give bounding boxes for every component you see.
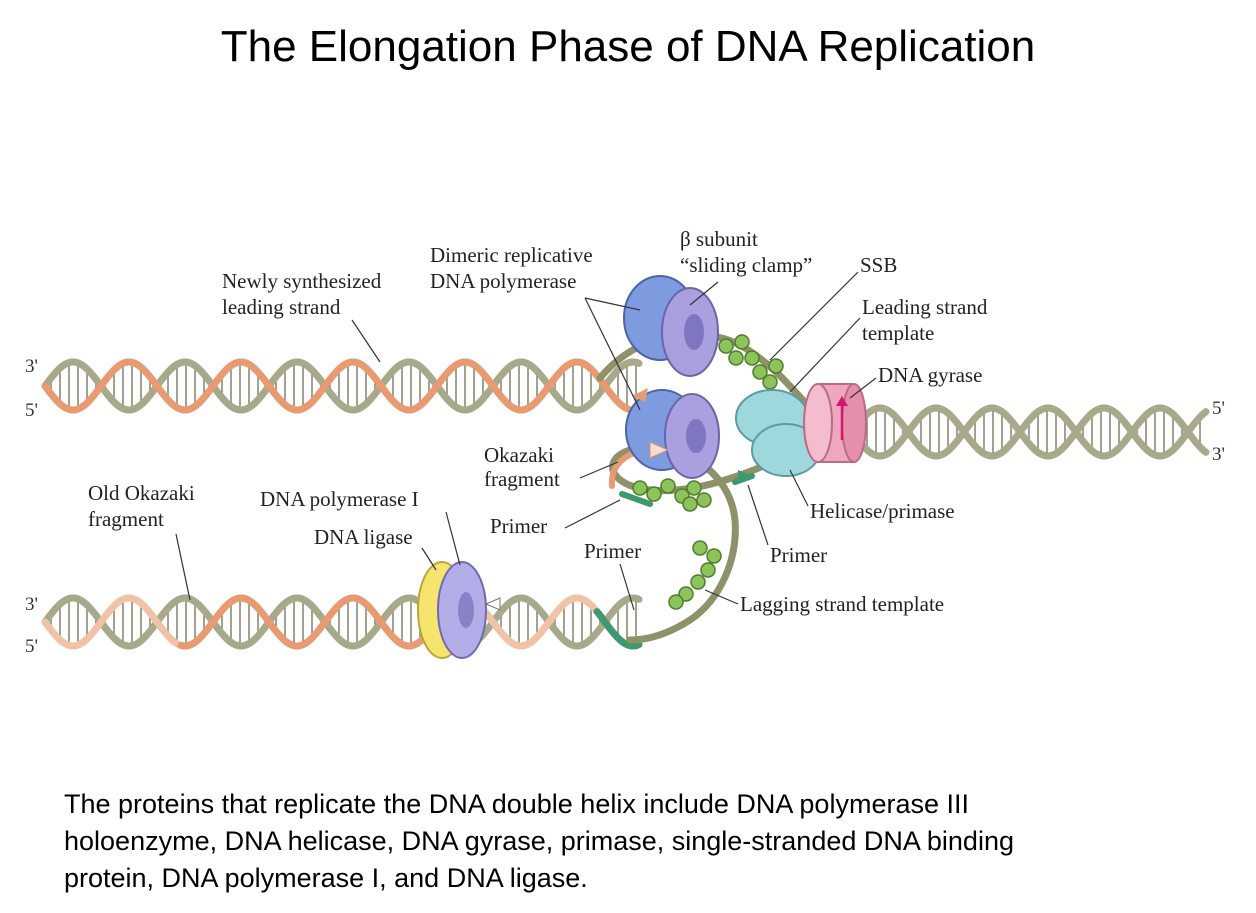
label-newly-synthesized: Newly synthesized — [222, 269, 382, 293]
dna-polymerase-i-and-ligase — [417, 561, 487, 659]
ssb-bead — [734, 334, 750, 350]
ssb-bead — [728, 350, 744, 366]
label-helicase-primase: Helicase/primase — [810, 499, 955, 523]
gyrase-arrowhead — [836, 396, 848, 406]
ssb-bead — [700, 562, 716, 578]
leader-old-okazaki — [175, 533, 191, 601]
leader-okazaki — [579, 461, 619, 479]
leader-lagging-template — [704, 589, 739, 605]
sliding-clamp-lower-hole — [686, 419, 706, 453]
ssb-bead — [682, 496, 698, 512]
caption-line: The proteins that replicate the DNA doub… — [64, 789, 969, 819]
label-okazaki-fragment: Okazaki — [484, 443, 554, 467]
ssb-bead — [632, 480, 648, 496]
ssb-bead — [762, 374, 778, 390]
okazaki-synthesis-arrow — [649, 441, 670, 459]
ssb-proteins — [632, 334, 784, 610]
label-leading-strand-template: Leading strand — [862, 295, 988, 319]
caption-line: protein, DNA polymerase I, and DNA ligas… — [64, 863, 588, 893]
backbone-strand — [1200, 447, 1210, 456]
label-primer: Primer — [490, 514, 547, 538]
label-okazaki-fragment: fragment — [484, 467, 560, 491]
primer-arrow — [738, 470, 752, 482]
helicase-primase — [735, 389, 821, 477]
label-dna-ligase: DNA ligase — [314, 525, 413, 549]
ssb-bead — [690, 574, 706, 590]
leader-beta — [689, 281, 719, 306]
strand-end-label: 5' — [1212, 398, 1225, 419]
caption-line: holoenzyme, DNA helicase, DNA gyrase, pr… — [64, 826, 1014, 856]
leader-ligase — [421, 547, 437, 571]
label-old-okazaki-fragment: fragment — [88, 507, 164, 531]
backbone-strand — [1200, 408, 1210, 417]
gyrase-back — [841, 383, 867, 463]
strand-end-label: 5' — [25, 400, 38, 421]
leader-gyrase — [849, 377, 877, 399]
ssb-bead — [668, 594, 684, 610]
backbone-strand — [633, 641, 643, 649]
ssb-bead — [744, 350, 760, 366]
leading-synthesis-arrow — [632, 388, 648, 402]
label-dna-polymerase-i: DNA polymerase I — [260, 487, 419, 511]
parental-dna-helix — [848, 404, 1210, 460]
leader-dimeric-lower — [584, 297, 641, 411]
sliding-clamp-upper-hole — [684, 314, 704, 350]
leader-primer-c — [747, 484, 769, 546]
primer-segment — [619, 491, 653, 507]
label-primer: Primer — [584, 539, 641, 563]
backbone-strand — [633, 359, 643, 367]
ssb-bead — [696, 492, 712, 508]
label-dna-gyrase: DNA gyrase — [878, 363, 982, 387]
leader-primer-a — [564, 499, 621, 529]
leader-dimeric-upper — [584, 297, 641, 311]
leading-strand-helix — [41, 358, 643, 414]
strand-end-label: 3' — [25, 356, 38, 377]
leader-ssb — [769, 271, 859, 361]
dna-gyrase — [803, 383, 867, 463]
gyrase-face — [803, 383, 833, 463]
lagging-strand-helix — [41, 594, 643, 650]
leader-primer-b — [619, 563, 635, 611]
leader-pol1 — [445, 511, 461, 566]
label-beta-subunit: β subunit — [680, 227, 758, 251]
strand-end-label: 3' — [1212, 444, 1225, 465]
ssb-bead — [752, 364, 768, 380]
label-leader-lines — [175, 271, 877, 611]
ssb-bead — [706, 548, 722, 564]
label-old-okazaki-fragment: Old Okazaki — [88, 481, 195, 505]
backbone-strand — [633, 595, 643, 603]
strand-end-label: 3' — [25, 594, 38, 615]
ssb-bead — [678, 586, 694, 602]
ssb-bead — [692, 540, 708, 556]
label-primer: Primer — [770, 543, 827, 567]
leader-newly-synthesized — [351, 319, 381, 363]
label-sliding-clamp: “sliding clamp” — [680, 253, 812, 277]
leader-helicase — [789, 469, 809, 507]
label-ssb: SSB — [860, 253, 897, 277]
ssb-bead — [718, 338, 734, 354]
pol1-hole — [458, 592, 474, 628]
caption: The proteins that replicate the DNA doub… — [64, 786, 1204, 897]
strand-end-label: 5' — [25, 636, 38, 657]
page-title: The Elongation Phase of DNA Replication — [220, 22, 1036, 71]
ssb-bead — [768, 358, 784, 374]
label-newly-synthesized: leading strand — [222, 295, 341, 319]
ssb-bead — [646, 486, 662, 502]
dimeric-replicative-dna-polymerase — [623, 275, 720, 479]
label-leading-strand-template: template — [862, 321, 934, 345]
leader-leading-template — [789, 317, 861, 393]
pol1-direction-arrow — [484, 597, 501, 611]
label-dimeric-polymerase: Dimeric replicative — [430, 243, 593, 267]
ssb-bead — [686, 480, 702, 496]
label-lagging-strand-template: Lagging strand template — [740, 592, 944, 616]
label-dimeric-polymerase: DNA polymerase — [430, 269, 576, 293]
ssb-bead — [660, 478, 676, 494]
